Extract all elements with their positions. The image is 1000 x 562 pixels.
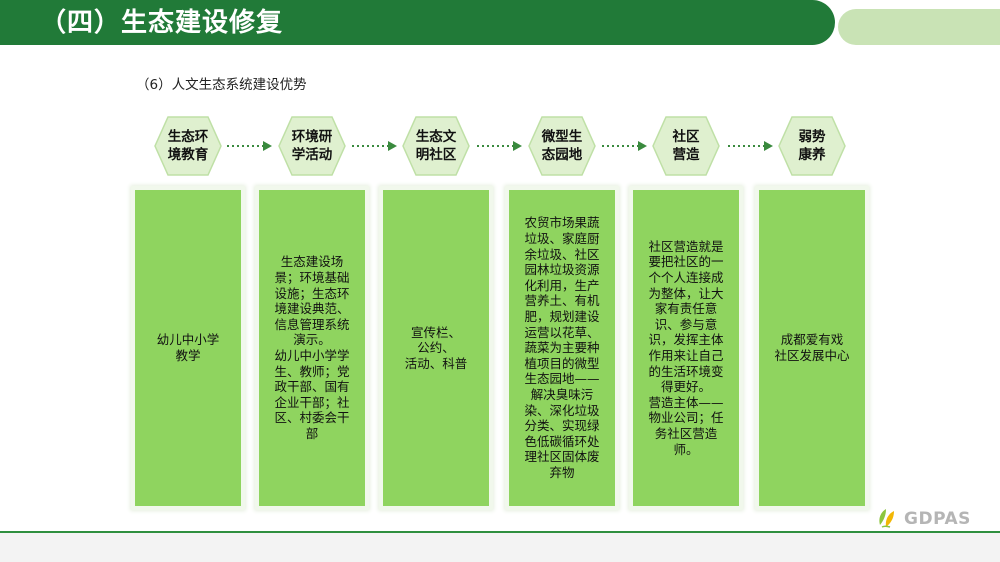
step-hexagon-1: 生态环 境教育 [154,115,222,177]
card-4: 农贸市场果蔬 垃圾、家庭厨 余垃圾、社区 园林垃圾资源 化利用，生产 营养土、有… [509,190,615,506]
dotted-arrow-icon [477,141,522,151]
page-title: （四）生态建设修复 [40,8,284,38]
card-5: 社区营造就是 要把社区的一 个个人连接成 为整体，让大 家有责任意 识、参与意 … [633,190,739,506]
card-text-3: 宣传栏、 公约、 活动、科普 [404,324,468,371]
card-text-6: 成都爱有戏 社区发展中心 [774,332,850,363]
footer-divider [0,531,1000,533]
card-6: 成都爱有戏 社区发展中心 [759,190,865,506]
step-hexagon-6: 弱势 康养 [778,115,846,177]
card-text-5: 社区营造就是 要把社区的一 个个人连接成 为整体，让大 家有责任意 识、参与意 … [648,238,724,457]
footer-band [0,533,1000,562]
step-label-5: 社区 营造 [672,129,700,163]
leaf-logo-icon [879,509,894,528]
step-label-6: 弱势 康养 [798,129,826,163]
card-text-2: 生态建设场 景；环境基础 设施；生态环 境建设典范、 信息管理系统 演示。 幼儿… [274,254,350,441]
card-text-1: 幼儿中小学 教学 [156,332,220,363]
dotted-arrow-icon [227,141,272,151]
card-text-4: 农贸市场果蔬 垃圾、家庭厨 余垃圾、社区 园林垃圾资源 化利用，生产 营养土、有… [524,215,600,480]
step-label-4: 微型生 态园地 [541,129,583,163]
step-hexagon-3: 生态文 明社区 [402,115,470,177]
logo: GDPAS [874,505,994,531]
step-label-1: 生态环 境教育 [167,129,209,163]
section-subtitle: （6）人文生态系统建设优势 [136,77,307,93]
logo-text: GDPAS [904,509,971,529]
step-hexagon-2: 环境研 学活动 [278,115,346,177]
card-1: 幼儿中小学 教学 [135,190,241,506]
dotted-arrow-icon [728,141,773,151]
title-accent-bar [838,9,1000,45]
card-3: 宣传栏、 公约、 活动、科普 [383,190,489,506]
title-bar [0,0,835,45]
dotted-arrow-icon [602,141,647,151]
step-label-3: 生态文 明社区 [415,129,457,163]
step-label-2: 环境研 学活动 [291,129,333,163]
step-hexagon-4: 微型生 态园地 [528,115,596,177]
card-2: 生态建设场 景；环境基础 设施；生态环 境建设典范、 信息管理系统 演示。 幼儿… [259,190,365,506]
step-hexagon-5: 社区 营造 [652,115,720,177]
dotted-arrow-icon [352,141,397,151]
